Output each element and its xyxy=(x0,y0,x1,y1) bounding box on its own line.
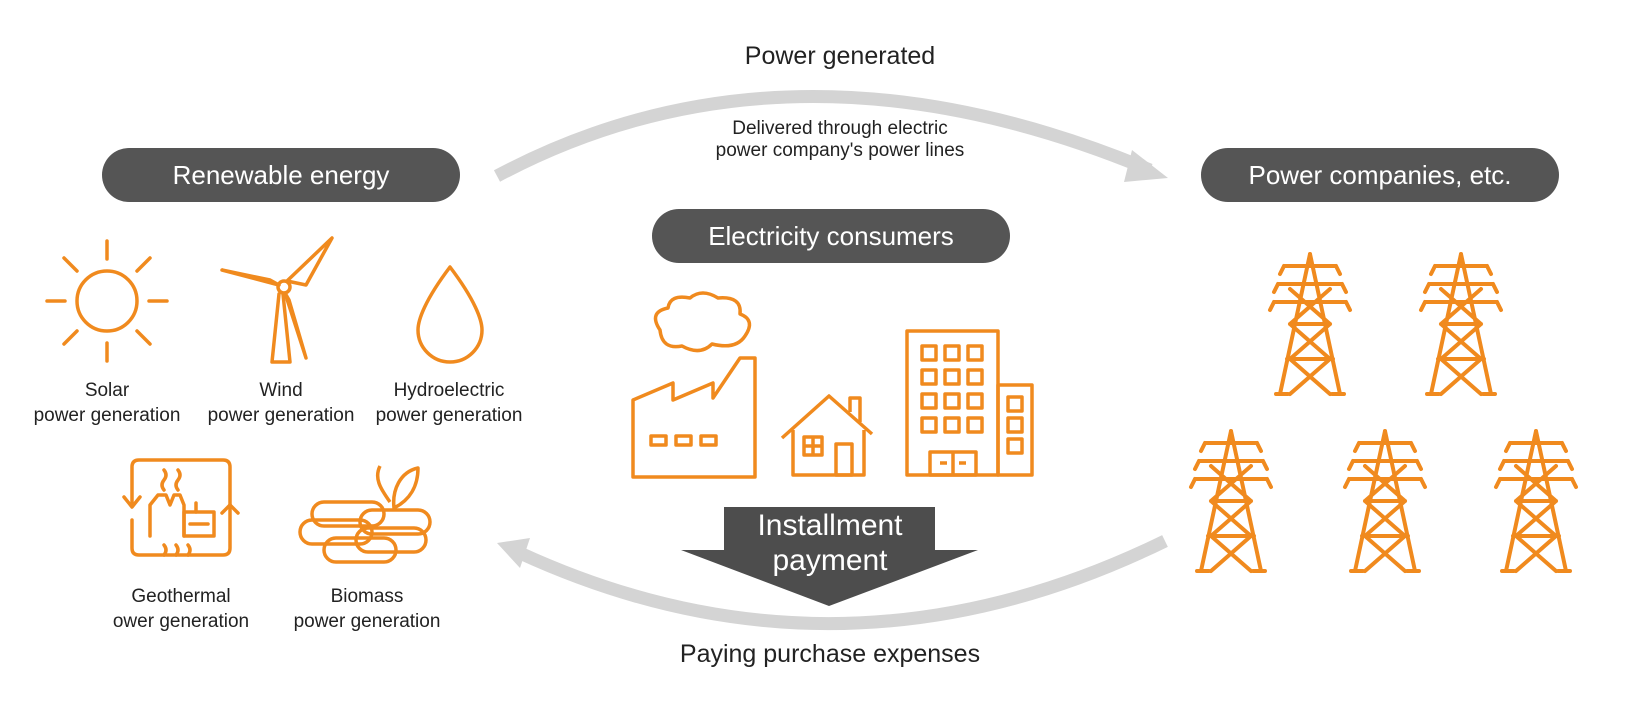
payment-flow-arrow xyxy=(517,535,1168,631)
wind-turbine-icon xyxy=(220,236,334,364)
biomass-caption-line2: power generation xyxy=(293,611,441,632)
hydro-caption: Hydroelectric power generation xyxy=(364,378,534,428)
electricity-consumers-pill: Electricity consumers xyxy=(652,209,1010,263)
installment-payment-arrow xyxy=(681,507,978,606)
installment-payment-line2: payment xyxy=(772,544,888,577)
wind-caption-line2: power generation xyxy=(207,405,355,426)
power-flow-arrow xyxy=(493,89,1153,182)
wind-caption: Wind power generation xyxy=(196,378,366,428)
water-drop-icon xyxy=(416,265,484,364)
power-lines-note: Delivered through electric power company… xyxy=(640,118,1040,162)
power-flow-arrowhead xyxy=(1124,150,1168,182)
transmission-tower-icon xyxy=(1343,429,1427,573)
geothermal-caption-line2: ower generation xyxy=(112,611,250,632)
geothermal-icon xyxy=(122,458,240,557)
house-icon xyxy=(780,394,874,477)
renewable-energy-pill: Renewable energy xyxy=(102,148,460,202)
transmission-tower-icon xyxy=(1419,252,1503,396)
power-lines-note-line2: power company's power lines xyxy=(715,140,965,161)
transmission-tower-icon xyxy=(1494,429,1578,573)
sun-icon xyxy=(45,239,169,363)
hydro-caption-line1: Hydroelectric xyxy=(393,380,505,401)
paying-purchase-expenses-label: Paying purchase expenses xyxy=(679,640,981,668)
power-lines-note-line1: Delivered through electric xyxy=(732,118,948,139)
transmission-tower-icon xyxy=(1189,429,1273,573)
office-building-icon xyxy=(905,329,1034,477)
solar-caption: Solar power generation xyxy=(22,378,192,428)
biomass-caption-line1: Biomass xyxy=(330,586,404,607)
geothermal-caption: Geothermal ower generation xyxy=(96,584,266,634)
payment-flow-arrowhead xyxy=(497,538,530,568)
power-generated-label: Power generated xyxy=(744,42,936,70)
solar-caption-line1: Solar xyxy=(84,380,130,401)
solar-caption-line2: power generation xyxy=(33,405,181,426)
geothermal-caption-line1: Geothermal xyxy=(131,586,231,607)
factory-icon xyxy=(631,291,757,479)
installment-payment-line1: Installment xyxy=(757,509,903,542)
wind-caption-line1: Wind xyxy=(259,380,303,401)
hydro-caption-line2: power generation xyxy=(375,405,523,426)
biomass-caption: Biomass power generation xyxy=(282,584,452,634)
biomass-icon xyxy=(298,465,432,564)
installment-payment-label: Installment payment xyxy=(700,508,960,578)
power-companies-pill: Power companies, etc. xyxy=(1201,148,1559,202)
transmission-tower-icon xyxy=(1268,252,1352,396)
